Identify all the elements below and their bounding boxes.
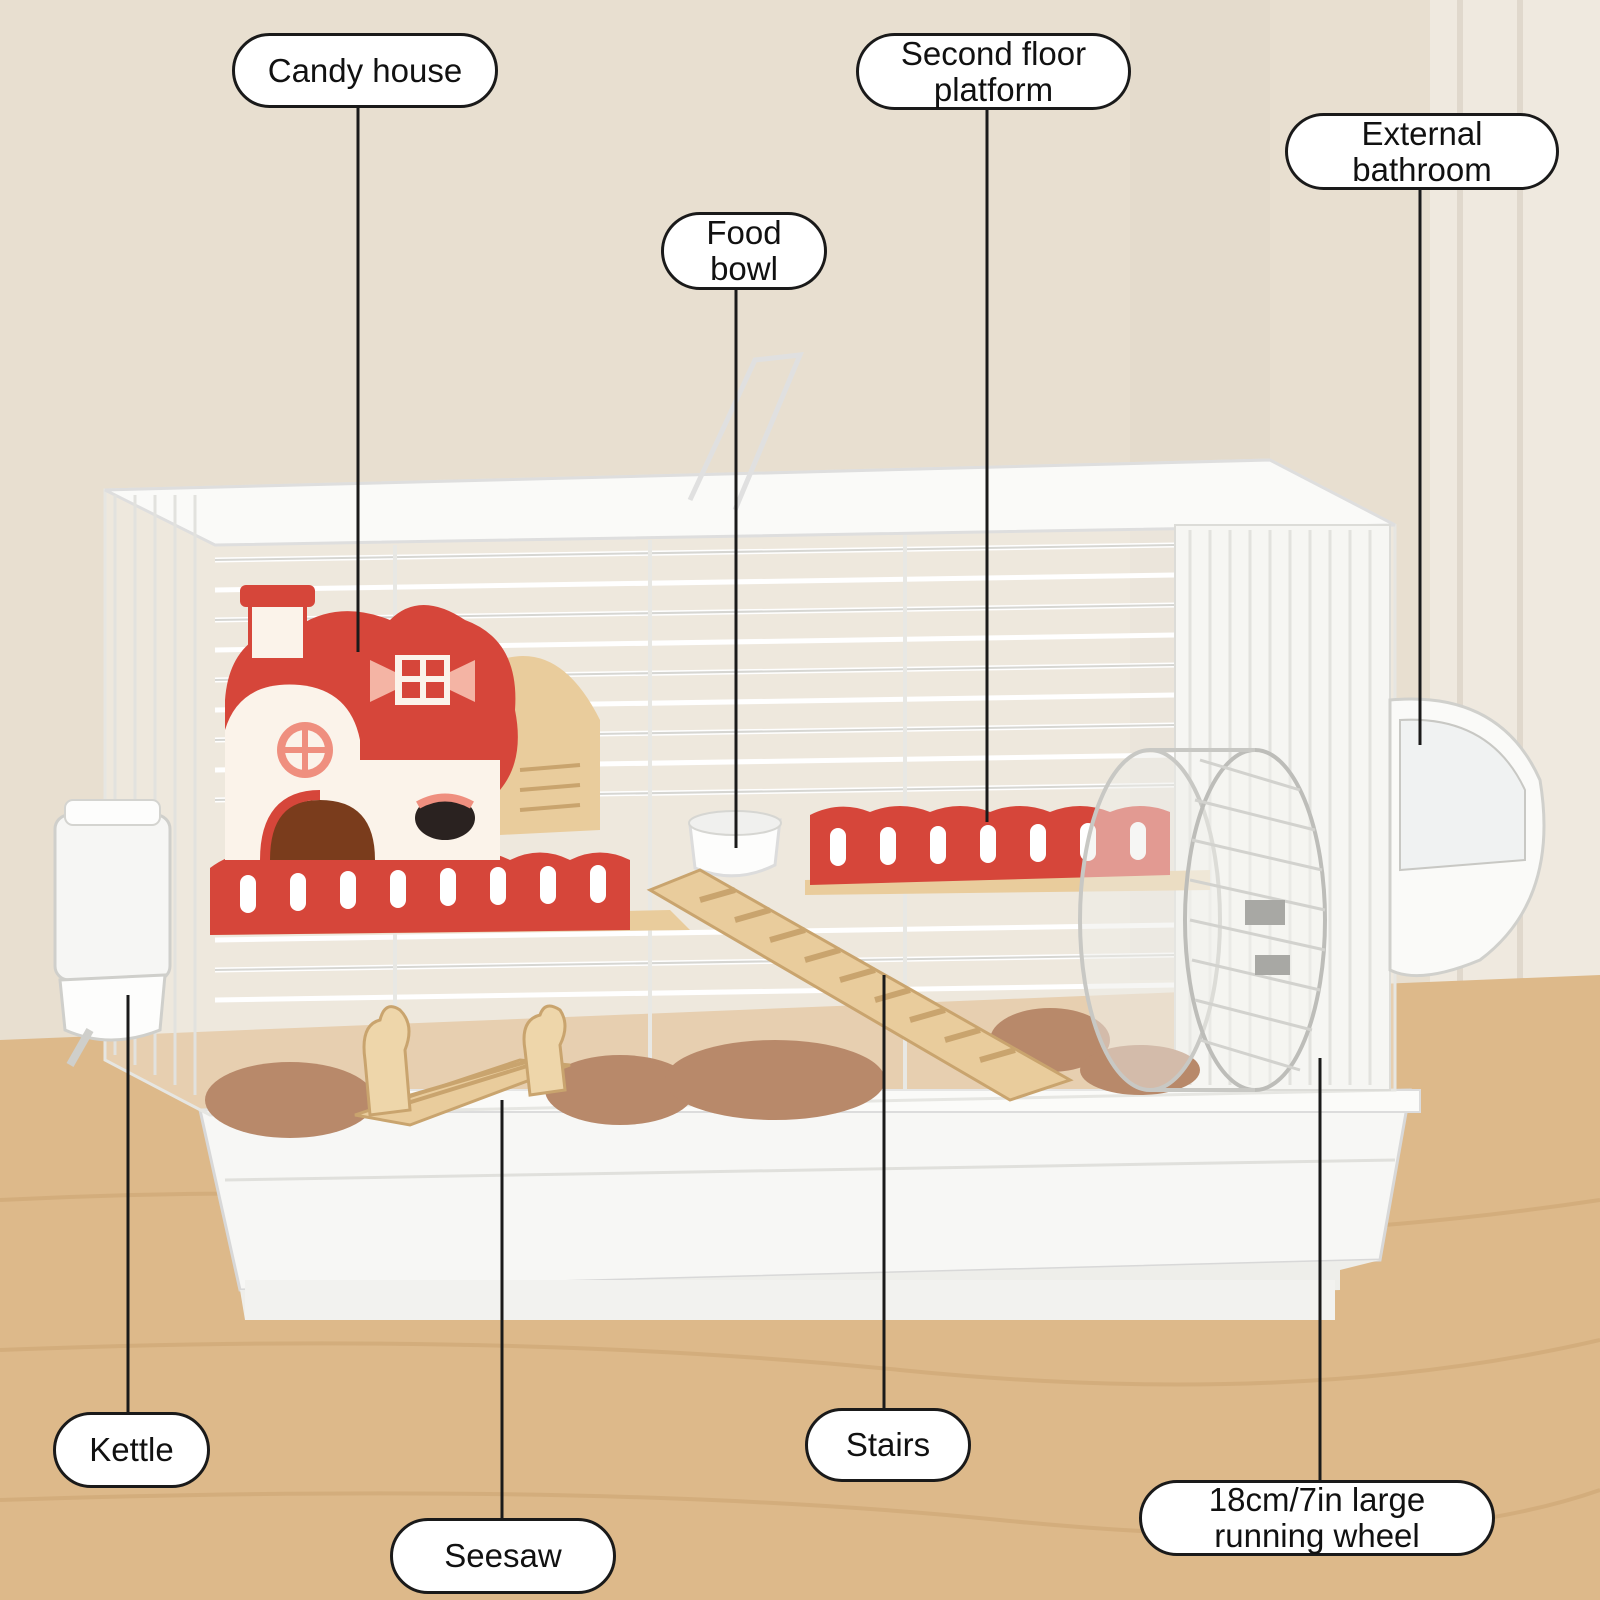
seesaw-label: Seesaw [390,1518,616,1594]
cage-base-tray [198,1088,1421,1320]
second-floor-platform-label: Second floor platform [856,33,1131,110]
kettle [53,799,172,1067]
seesaw [354,1004,571,1127]
running-wheel-label: 18cm/7in large running wheel [1139,1480,1495,1556]
stairs-label: Stairs [805,1408,971,1482]
cage-handle [687,352,804,511]
callout-leader-lines [126,104,1422,1518]
food-bowl-label: Food bowl [661,212,827,290]
external-bathroom [1388,697,1546,978]
running-wheel [1078,748,1327,1092]
candy-house-label: Candy house [232,33,498,108]
second-floor-platform-left [210,852,690,935]
stairs [646,868,1074,1102]
candy-house [225,585,600,861]
bedding [205,1008,1200,1138]
external-bathroom-label: External bathroom [1285,113,1559,190]
kettle-label: Kettle [53,1412,210,1488]
